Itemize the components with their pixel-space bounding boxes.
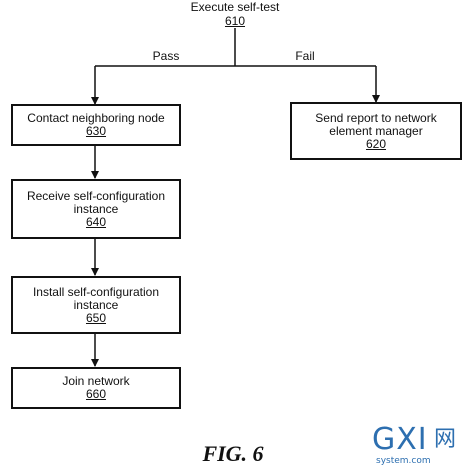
step-620: Send report to network element manager 6…	[290, 102, 462, 160]
step-650-ref: 650	[85, 310, 107, 325]
start-label: Execute self-test	[190, 0, 280, 14]
step-620-line-1: Send report to network	[315, 110, 437, 125]
watermark-logo: GXI 网 system.com	[372, 424, 464, 470]
step-620-ref: 620	[365, 136, 387, 151]
step-650: Install self-configuration instance 650	[11, 276, 181, 334]
start-node: Execute self-test 610	[165, 0, 305, 28]
start-ref: 610	[224, 14, 246, 28]
pass-label: Pass	[152, 49, 180, 63]
step-640: Receive self-configuration instance 640	[11, 179, 181, 239]
step-630-ref: 630	[85, 124, 107, 138]
step-640-line-1: Receive self-configuration	[26, 188, 166, 203]
step-630-line-1: Contact neighboring node	[27, 111, 165, 125]
step-660-ref: 660	[85, 387, 107, 401]
watermark-main: GXI	[372, 422, 428, 457]
step-660: Join network 660	[11, 367, 181, 409]
watermark-cn: 网	[434, 427, 457, 452]
step-640-ref: 640	[85, 214, 107, 229]
watermark-sub: system.com	[376, 456, 431, 466]
step-650-line-1: Install self-configuration	[32, 284, 160, 299]
figure-label: FIG. 6	[202, 441, 264, 466]
step-620-line-2: element manager	[329, 123, 423, 138]
step-630: Contact neighboring node 630	[11, 104, 181, 146]
fail-label: Fail	[295, 49, 315, 63]
step-640-line-2: instance	[73, 201, 119, 216]
step-660-line-1: Join network	[62, 374, 130, 388]
step-650-line-2: instance	[73, 297, 119, 312]
